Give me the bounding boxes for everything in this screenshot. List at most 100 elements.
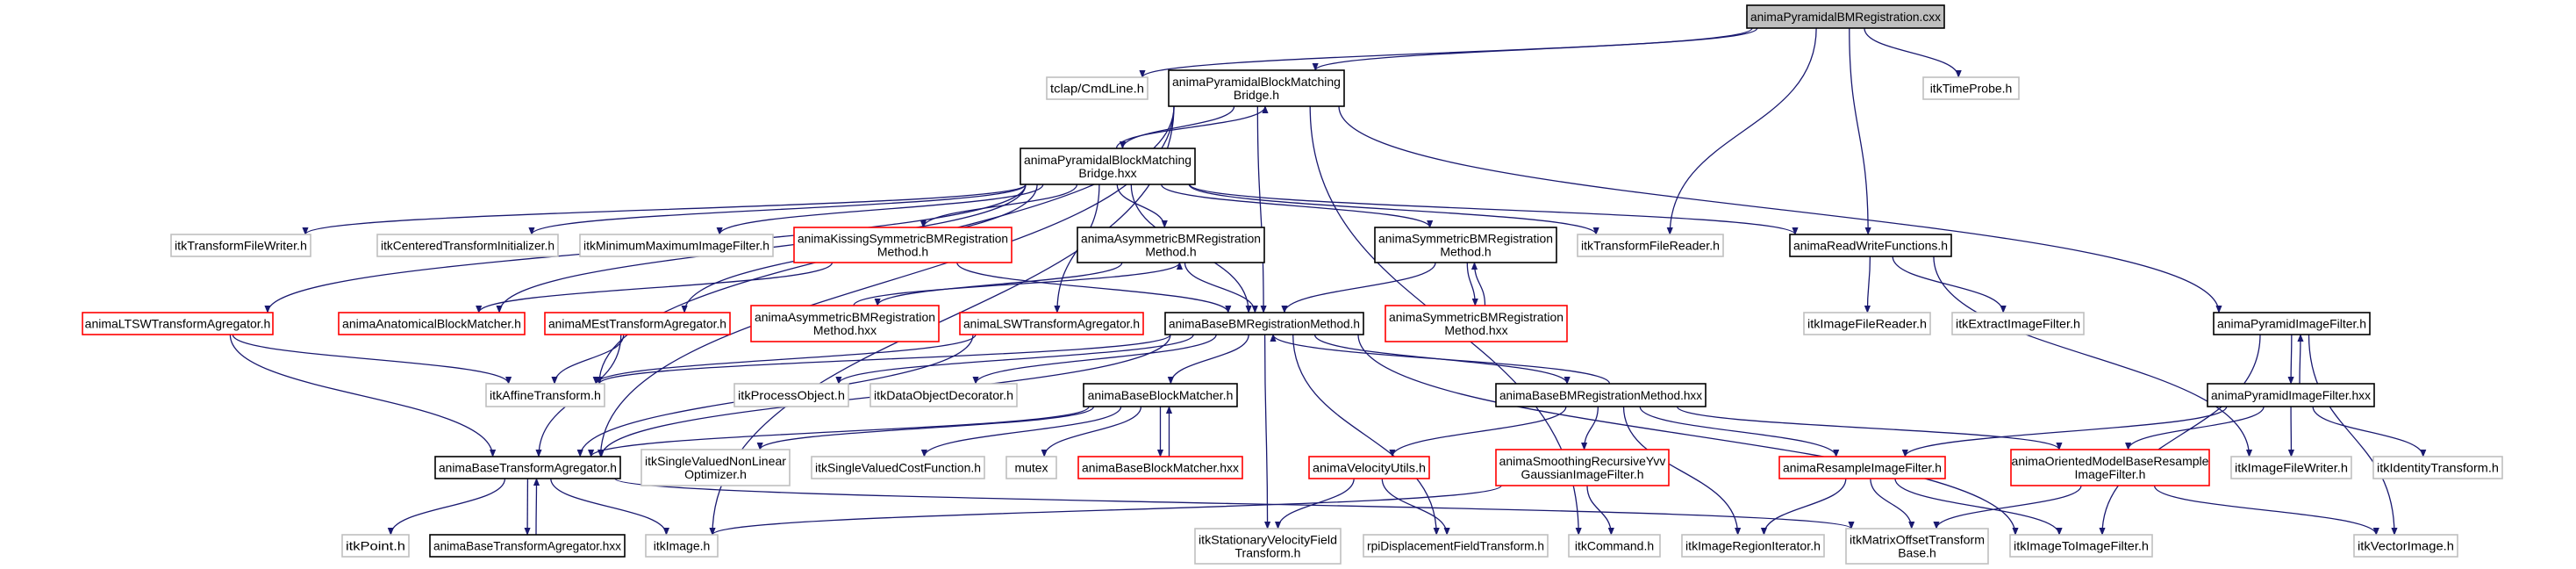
node-box: [1077, 456, 1243, 479]
node-animapyramidimagefilter-hxx[interactable]: animaPyramidImageFilter.hxx: [2207, 383, 2375, 407]
node-box: [959, 312, 1144, 335]
node-box: [544, 312, 731, 335]
node-box: [1020, 148, 1196, 185]
edge-resample-to-regioniter: [1760, 478, 1847, 536]
node-itktransformfilewriter-h[interactable]: itkTransformFileWriter.h: [170, 234, 311, 257]
node-label: Base.h: [1898, 546, 1936, 560]
node-itkimagetoimagefilter-h[interactable]: itkImageToImageFilter.h: [2009, 534, 2153, 558]
node-animavelocityutils-h[interactable]: animaVelocityUtils.h: [1308, 456, 1430, 479]
node-itkimagefilereader-h[interactable]: itkImageFileReader.h: [1803, 312, 1931, 335]
node-itkpoint-h[interactable]: itkPoint.h: [341, 534, 410, 558]
node-label: animaBaseBlockMatcher.h: [1088, 388, 1234, 402]
node-label: animaPyramidImageFilter.h: [2217, 317, 2366, 331]
node-itktransformfilereader-h[interactable]: itkTransformFileReader.h: [1577, 234, 1724, 257]
node-rpidisplacementfieldtransform-h[interactable]: rpiDisplacementFieldTransform.h: [1363, 534, 1549, 558]
node-animamesttransformagregator-h[interactable]: animaMEstTransformAgregator.h: [544, 312, 731, 335]
node-box: [2009, 534, 2153, 558]
edge-smoothing-to-command: [1586, 485, 1614, 536]
edge-basebm_h-to-dataobj: [972, 334, 1217, 385]
node-animabasetransformagregator-hxx[interactable]: animaBaseTransformAgregator.hxx: [429, 534, 626, 558]
node-label: animaPyramidalBlockMatching: [1172, 75, 1341, 89]
edge-bridge_hxx-to-centered: [528, 184, 1027, 235]
node-box: [1308, 456, 1430, 479]
node-itksinglevaluedcostfunction-h[interactable]: itkSingleValuedCostFunction.h: [811, 456, 985, 479]
node-box: [750, 305, 940, 342]
node-itkvectorimage-h[interactable]: itkVectorImage.h: [2353, 534, 2458, 558]
node-mutex[interactable]: mutex: [1005, 456, 1057, 479]
node-box: [1077, 227, 1265, 263]
node-label: itkTimeProbe.h: [1930, 82, 2013, 96]
node-label: animaSymmetricBMRegistration: [1389, 310, 1563, 324]
edge-basebm_hxx-to-smoothing: [1581, 406, 1599, 450]
node-itkimage-h[interactable]: itkImage.h: [645, 534, 719, 558]
edge-basebm_h-to-affine: [596, 334, 1171, 385]
node-box: [1083, 383, 1238, 407]
node-itkimagefilewriter-h[interactable]: itkImageFileWriter.h: [2230, 456, 2352, 479]
node-label: itkMatrixOffsetTransform: [1850, 533, 1985, 547]
node-animaorientedmodelbaseresampleimagefilter-h[interactable]: animaOrientedModelBaseResampleImageFilte…: [2010, 449, 2210, 486]
node-animabaseblockmatcher-h[interactable]: animaBaseBlockMatcher.h: [1083, 383, 1238, 407]
node-animapyramidalbmregistration-cxx[interactable]: animaPyramidalBMRegistration.cxx: [1746, 4, 1945, 29]
node-animaltswtransformagregator-h[interactable]: animaLTSWTransformAgregator.h: [82, 312, 274, 335]
edge-baseta_h-to-itkimage: [550, 478, 670, 536]
node-itkminimummaximumimagefilter-h[interactable]: itkMinimumMaximumImageFilter.h: [579, 234, 774, 257]
node-itkaffinetransform-h[interactable]: itkAffineTransform.h: [485, 383, 605, 407]
node-label: itkCommand.h: [1575, 539, 1654, 553]
node-itkcenteredtransforminitializer-h[interactable]: itkCenteredTransformInitializer.h: [376, 234, 559, 257]
node-itkprocessobject-h[interactable]: itkProcessObject.h: [733, 383, 849, 407]
node-label: Method.hxx: [1444, 323, 1507, 337]
node-animalswtransformagregator-h[interactable]: animaLSWTransformAgregator.h: [959, 312, 1144, 335]
node-label: animaKissingSymmetricBMRegistration: [798, 232, 1008, 246]
edge-basebm_hxx-to-velocity: [1389, 406, 1567, 457]
node-box: [1194, 528, 1342, 565]
node-label: itkIdentityTransform.h: [2377, 461, 2499, 475]
node-animareadwritefunctions-h[interactable]: animaReadWriteFunctions.h: [1789, 234, 1952, 257]
edge-kissing-to-anatomical: [476, 262, 834, 313]
node-itkidentitytransform-h[interactable]: itkIdentityTransform.h: [2372, 456, 2503, 479]
node-box: [1577, 234, 1724, 257]
node-itkcommand-h[interactable]: itkCommand.h: [1568, 534, 1661, 558]
edge-bridge_hxx-to-asym_h: [1116, 184, 1168, 228]
edge-oriented-to-matrixoffset: [1933, 485, 2082, 529]
node-itkdataobjectdecorator-h[interactable]: itkDataObjectDecorator.h: [869, 383, 1018, 407]
node-box: [170, 234, 311, 257]
node-itkextractimagefilter-h[interactable]: itkExtractImageFilter.h: [1951, 312, 2085, 335]
node-animabasebmregistrationmethod-h[interactable]: animaBaseBMRegistrationMethod.h: [1164, 312, 1364, 335]
edge-bridge_hxx-to-transformreader: [1188, 184, 1599, 235]
edge-basebm_h-to-stationary: [1263, 334, 1271, 529]
node-label: itkCenteredTransformInitializer.h: [381, 239, 555, 253]
edge-bridge_h-to-bridge_hxx: [1119, 105, 1235, 149]
node-label: itkExtractImageFilter.h: [1956, 317, 2080, 331]
node-box: [1168, 69, 1345, 107]
edge-baseta_h-to-itkpoint: [387, 478, 506, 536]
edge-baseta_h-to-matrixoffset: [614, 478, 1855, 529]
node-box: [341, 534, 410, 558]
edge-basebm_hxx-to-resample: [1639, 406, 1840, 457]
node-animaresampleimagefilter-h[interactable]: animaResampleImageFilter.h: [1778, 456, 1946, 479]
edge-basebm_h-to-blockmatcher_h: [1167, 334, 1249, 385]
node-itkimageregioniterator-h[interactable]: itkImageRegionIterator.h: [1681, 534, 1825, 558]
node-animabasetransformagregator-h[interactable]: animaBaseTransformAgregator.h: [434, 456, 621, 479]
node-animabasebmregistrationmethod-hxx[interactable]: animaBaseBMRegistrationMethod.hxx: [1495, 383, 1707, 407]
node-itktimeprobe-h[interactable]: itkTimeProbe.h: [1922, 76, 2020, 100]
node-animakissingsymmetricbmregistrationmethod-h[interactable]: animaKissingSymmetricBMRegistrationMetho…: [793, 227, 1013, 263]
node-animapyramidimagefilter-h[interactable]: animaPyramidImageFilter.h: [2213, 312, 2371, 335]
node-animabaseblockmatcher-hxx[interactable]: animaBaseBlockMatcher.hxx: [1077, 456, 1243, 479]
node-box: [338, 312, 526, 335]
node-label: animaSymmetricBMRegistration: [1378, 232, 1553, 246]
node-label: itkSingleValuedNonLinear: [645, 454, 786, 468]
node-animasmoothingrecursiveyvvgaussianimagefilter-h[interactable]: animaSmoothingRecursiveYvvGaussianImageF…: [1495, 449, 1670, 486]
node-label: itkTransformFileReader.h: [1581, 239, 1720, 253]
node-label: rpiDisplacementFieldTransform.h: [1367, 539, 1544, 553]
node-animaanatomicalblockmatcher-h[interactable]: animaAnatomicalBlockMatcher.h: [338, 312, 526, 335]
node-tclap-cmdline-h[interactable]: tclap/CmdLine.h: [1046, 76, 1148, 100]
